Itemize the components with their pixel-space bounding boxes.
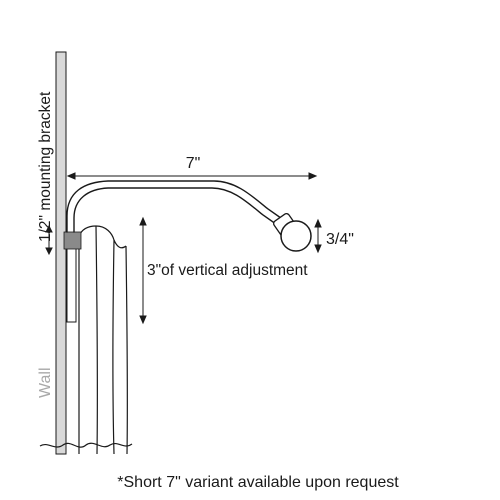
diameter-dimension — [314, 218, 322, 254]
width-dimension — [66, 172, 318, 180]
finial-ball — [272, 212, 312, 252]
mounting-bracket-label: 1/2" mounting bracket — [37, 91, 54, 242]
curtain-panel — [78, 225, 129, 455]
wall — [55, 51, 67, 455]
diameter-label: 3/4" — [326, 231, 354, 248]
bracket-thickness-dimension — [45, 224, 53, 256]
bracket-arm — [66, 180, 289, 233]
vertical-adjustment-dimension — [139, 216, 147, 325]
width-label: 7" — [186, 155, 201, 172]
wall-label: Wall — [37, 367, 54, 398]
mounting-bracket-block — [63, 231, 82, 250]
vertical-adjustment-label: 3"of vertical adjustment — [147, 262, 308, 279]
footnote: *Short 7" variant available upon request — [117, 474, 399, 491]
torn-bottom-edge — [39, 442, 133, 448]
vertical-rod — [66, 247, 77, 323]
